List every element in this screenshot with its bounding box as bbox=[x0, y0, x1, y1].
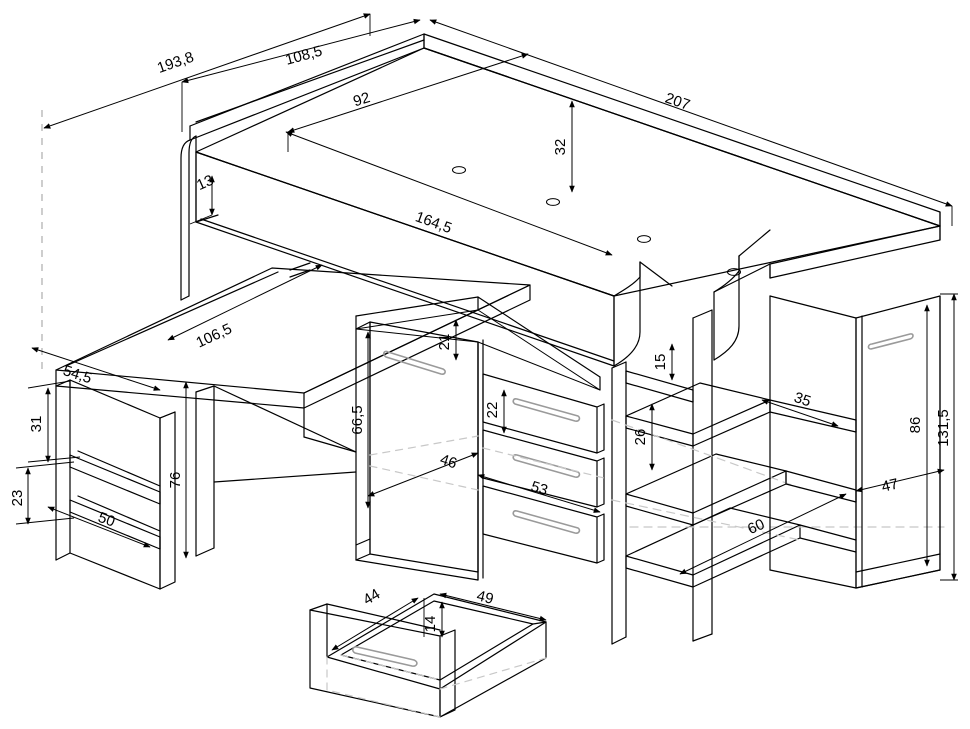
bed-front-right-post bbox=[613, 261, 673, 367]
dim-line-164-5 bbox=[285, 131, 613, 256]
dimension-labels: 193,8 108,5 92 207 32 13 164,5 106,5 54,… bbox=[9, 43, 952, 633]
label-14: 14 bbox=[422, 616, 439, 633]
label-13: 13 bbox=[194, 172, 216, 194]
label-26: 26 bbox=[632, 429, 649, 446]
dim-line-47 bbox=[855, 468, 945, 493]
label-21: 21 bbox=[436, 334, 453, 351]
label-76: 76 bbox=[167, 472, 184, 489]
dim-line-44 bbox=[331, 597, 419, 651]
desk-pedestal-leg bbox=[159, 411, 176, 590]
bed-right-end-post bbox=[713, 229, 771, 361]
label-207: 207 bbox=[663, 90, 692, 114]
label-193-8: 193,8 bbox=[155, 49, 196, 77]
label-44: 44 bbox=[360, 586, 383, 609]
loose-drawer-handle[interactable] bbox=[352, 646, 418, 667]
label-22: 22 bbox=[484, 402, 501, 419]
label-66-5: 66,5 bbox=[349, 405, 366, 434]
right-cabinet-shelf-lower bbox=[785, 470, 857, 503]
desk-connector-panel bbox=[303, 407, 357, 453]
label-15: 15 bbox=[652, 354, 669, 371]
dim-line-108-5 bbox=[181, 18, 421, 84]
ladder-rail-left bbox=[611, 361, 627, 645]
dim-line-106-5 bbox=[167, 264, 323, 341]
desk-apron bbox=[213, 385, 357, 483]
ladder-rail-right bbox=[692, 309, 713, 642]
desk-right-leg bbox=[195, 385, 215, 557]
dimension-lines bbox=[15, 13, 958, 651]
cabinet-center-divider bbox=[477, 339, 484, 581]
dim-line-207 bbox=[429, 19, 953, 207]
label-53: 53 bbox=[529, 478, 550, 499]
cabinet-top-board bbox=[355, 296, 601, 391]
dim-line-60 bbox=[679, 493, 847, 575]
label-47: 47 bbox=[880, 475, 900, 495]
label-35: 35 bbox=[792, 389, 813, 410]
label-54-5: 54,5 bbox=[61, 362, 94, 387]
right-cabinet-shelf-upper bbox=[769, 399, 857, 433]
desk-left-side-panel bbox=[55, 379, 71, 561]
dim-line-193-8 bbox=[43, 13, 371, 129]
loose-drawer-detail bbox=[309, 593, 547, 718]
desk-pedestal-back bbox=[69, 379, 161, 590]
label-50: 50 bbox=[96, 509, 117, 531]
right-cabinet-handle[interactable] bbox=[867, 333, 914, 350]
ladder-shelf-3 bbox=[625, 507, 801, 588]
desk-mid-shelf bbox=[69, 495, 161, 550]
label-49: 49 bbox=[475, 587, 495, 608]
dim-line-49 bbox=[439, 592, 547, 622]
dim-line-53 bbox=[477, 474, 601, 513]
bed-right-end-panel bbox=[769, 225, 941, 279]
ladder-step-upper bbox=[625, 370, 694, 403]
label-86: 86 bbox=[907, 417, 924, 434]
label-131-5: 131,5 bbox=[935, 409, 952, 447]
label-92: 92 bbox=[351, 89, 372, 110]
headboard-left-post bbox=[180, 135, 197, 301]
platform-hole bbox=[452, 166, 741, 276]
label-60: 60 bbox=[745, 516, 767, 538]
label-164-5: 164,5 bbox=[413, 208, 454, 237]
cabinet-door-handle[interactable] bbox=[383, 350, 446, 375]
label-32: 32 bbox=[552, 139, 569, 156]
right-cabinet-carcass bbox=[769, 295, 857, 589]
label-23: 23 bbox=[9, 490, 26, 507]
right-cabinet-base bbox=[799, 524, 857, 553]
label-46: 46 bbox=[438, 451, 459, 472]
label-31: 31 bbox=[28, 416, 45, 433]
dim-line-35 bbox=[761, 399, 839, 427]
drawer-handle[interactable] bbox=[512, 398, 581, 534]
dim-line-46 bbox=[367, 452, 479, 497]
loose-drawer-hidden bbox=[326, 654, 547, 718]
drawer-front-1 bbox=[482, 373, 605, 454]
label-108-5: 108,5 bbox=[284, 43, 325, 69]
bed-platform-surface bbox=[195, 47, 941, 297]
desk-upper-shelf bbox=[69, 450, 161, 505]
dim-line-50 bbox=[47, 506, 151, 548]
ladder-shelf-2 bbox=[625, 453, 787, 526]
dim-line-54-5 bbox=[31, 347, 161, 391]
